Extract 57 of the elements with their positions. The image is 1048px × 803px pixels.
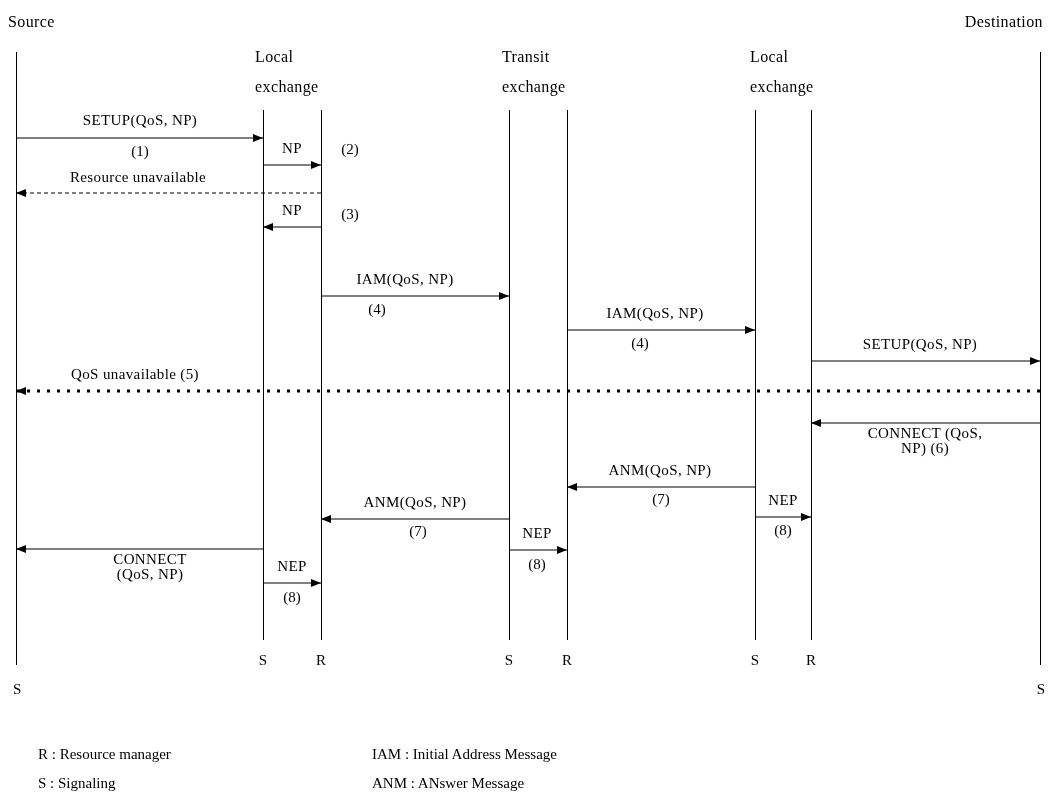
- participant-label: Destination: [964, 12, 1043, 32]
- step-number: (3): [341, 205, 359, 223]
- message-arrow: [15, 189, 322, 197]
- message-arrow: [508, 546, 568, 554]
- step-number: (8): [528, 555, 546, 573]
- step-number: (4): [631, 334, 649, 352]
- participant-label: Local exchange: [255, 47, 320, 98]
- edge-label: SETUP(QoS, NP): [82, 113, 198, 128]
- message-arrow: [262, 579, 322, 587]
- message-arrow: [262, 161, 322, 169]
- edge-label: CONNECT (QoS, NP): [112, 552, 188, 582]
- lifeline-label: S: [1036, 680, 1045, 699]
- edge-label: IAM(QoS, NP): [356, 272, 454, 287]
- edge-label: QoS unavailable (5): [71, 367, 199, 382]
- step-number: (4): [368, 300, 386, 318]
- step-number: (8): [774, 521, 792, 539]
- legend-text: S : Signaling: [38, 774, 116, 792]
- edge-label: IAM(QoS, NP): [606, 306, 704, 321]
- message-arrow: [810, 357, 1041, 365]
- lifeline-label: S: [13, 680, 22, 699]
- edge-label: ANM(QoS, NP): [363, 495, 467, 510]
- step-number: (7): [409, 522, 427, 540]
- step-number: (8): [283, 588, 301, 606]
- message-arrow: [566, 483, 756, 491]
- message-arrow: [262, 223, 322, 231]
- message-arrow: [15, 545, 264, 553]
- edge-label: NEP: [768, 493, 798, 508]
- edge-label: NEP: [522, 526, 552, 541]
- participant-label: Source: [8, 12, 55, 32]
- step-number: (1): [131, 142, 149, 160]
- lifeline-label: R: [806, 651, 816, 670]
- lifeline-label: S: [750, 651, 760, 670]
- message-arrow: [810, 419, 1041, 427]
- participant-label: Transit exchange: [502, 47, 567, 98]
- edge-label: NEP: [277, 559, 307, 574]
- edge-label: SETUP(QoS, NP): [862, 337, 978, 352]
- edge-label: NP: [282, 203, 302, 218]
- lifeline-label: S: [258, 651, 268, 670]
- lifeline-label: R: [562, 651, 572, 670]
- legend-text: IAM : Initial Address Message: [372, 745, 557, 763]
- lifeline-label: S: [504, 651, 514, 670]
- participant-label: Local exchange: [750, 47, 815, 98]
- edge-label: CONNECT (QoS, NP) (6): [866, 426, 984, 456]
- message-arrow: [320, 515, 510, 523]
- step-number: (7): [652, 490, 670, 508]
- edge-label: NP: [282, 141, 302, 156]
- message-arrow: [566, 326, 756, 334]
- edge-label: Resource unavailable: [69, 170, 207, 185]
- legend-text: ANM : ANswer Message: [372, 774, 525, 792]
- edge-label: ANM(QoS, NP): [608, 463, 712, 478]
- lifeline-label: R: [316, 651, 326, 670]
- legend-text: R : Resource manager: [38, 745, 171, 763]
- message-arrow: [15, 134, 264, 142]
- step-number: (2): [341, 140, 359, 158]
- message-arrow: [754, 513, 812, 521]
- message-arrow: [16, 387, 1040, 395]
- message-arrow: [320, 292, 510, 300]
